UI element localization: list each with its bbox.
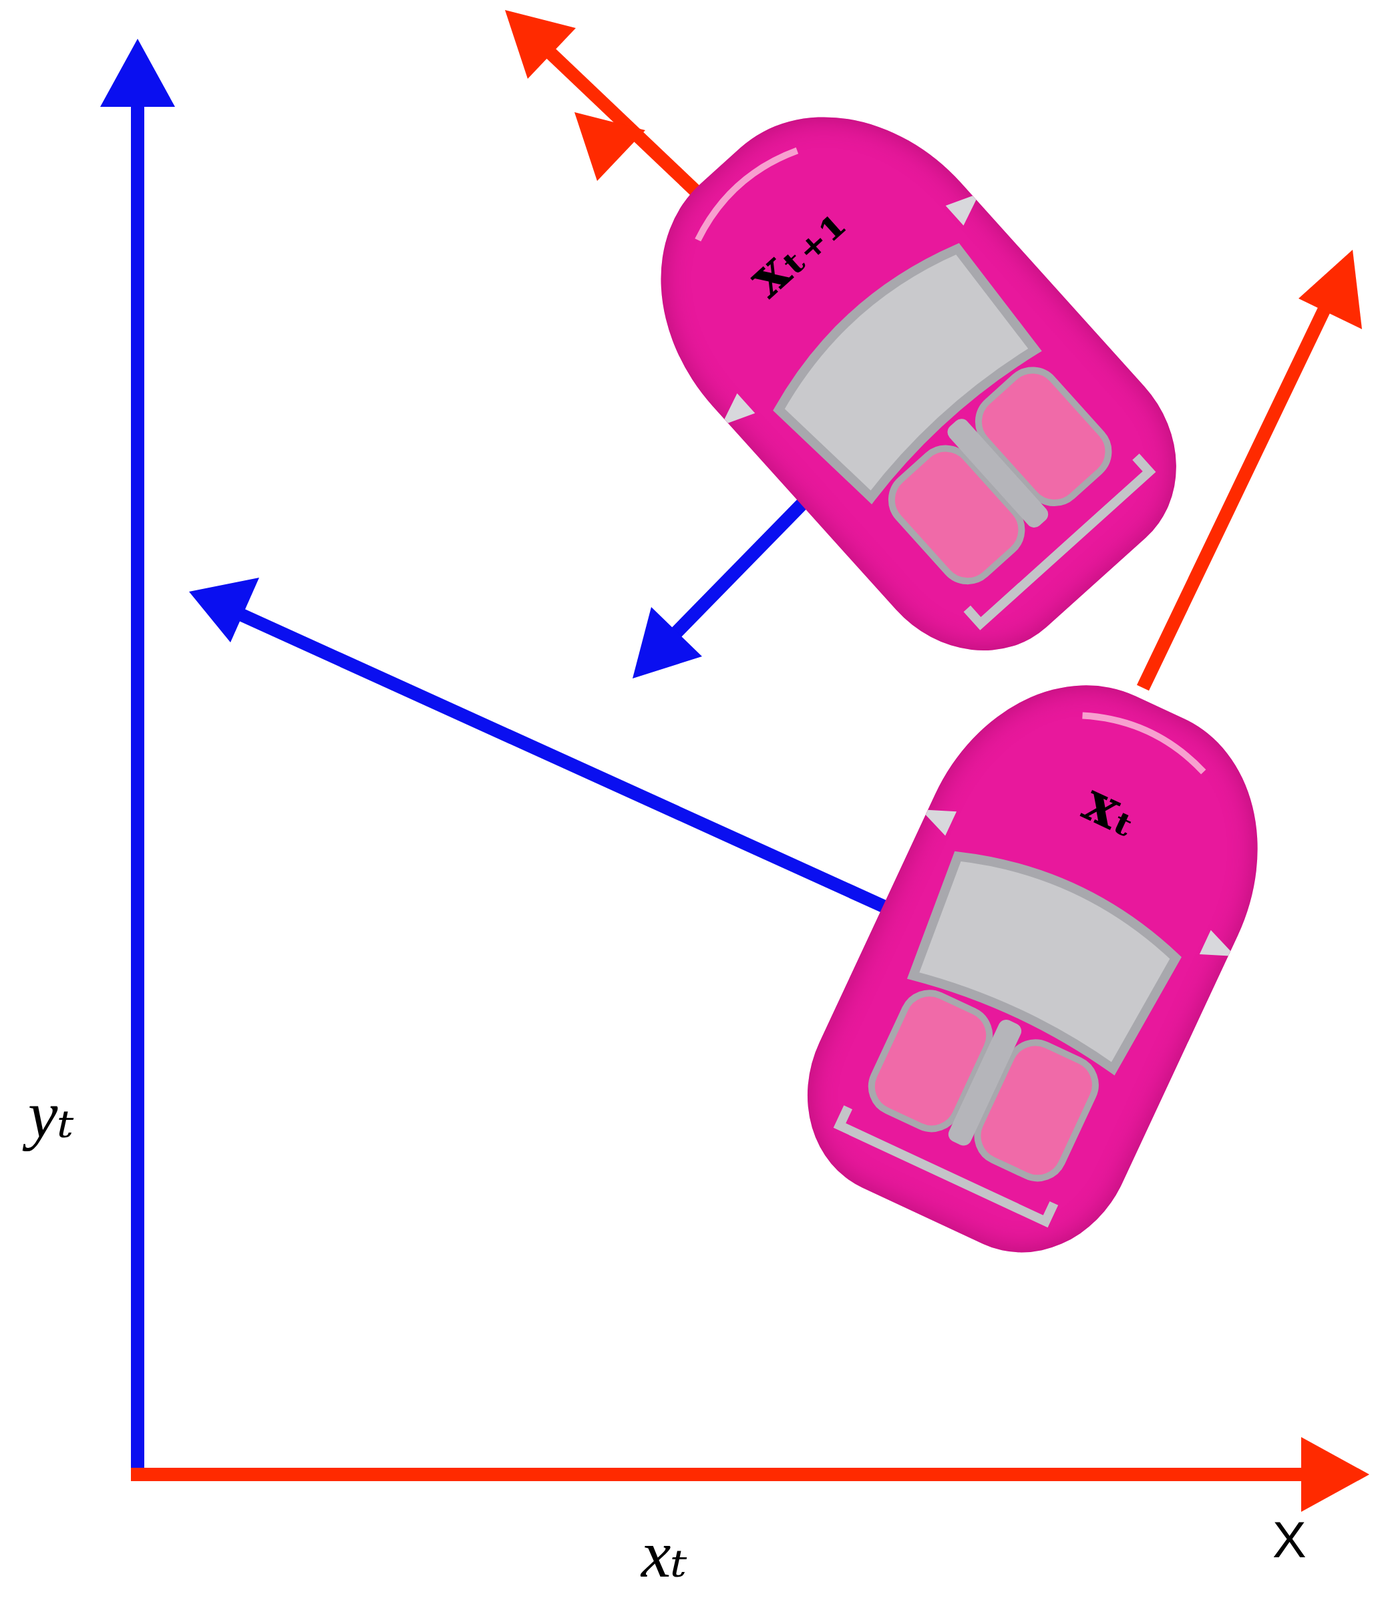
arrowhead bbox=[1301, 1437, 1370, 1513]
axis-label: yₜ bbox=[28, 1075, 75, 1154]
arrowhead bbox=[100, 38, 176, 107]
mirror bbox=[915, 797, 957, 836]
car-heading-axis bbox=[541, 44, 705, 200]
hood-line bbox=[1082, 703, 1210, 773]
car-body-detail bbox=[771, 637, 1312, 1288]
arrowhead bbox=[504, 10, 576, 79]
car: xₜ bbox=[771, 637, 1312, 1288]
console bbox=[945, 1017, 1024, 1149]
world-x-axis bbox=[130, 1468, 1310, 1482]
rollbar bbox=[839, 1107, 1055, 1222]
mirror bbox=[945, 183, 989, 226]
car-lateral-axis bbox=[240, 614, 896, 912]
arrowhead bbox=[574, 112, 646, 182]
arrowhead bbox=[632, 607, 703, 679]
axis-label: xₜ bbox=[641, 1514, 688, 1594]
console bbox=[944, 415, 1053, 532]
mirror bbox=[712, 393, 755, 436]
mirror bbox=[1199, 930, 1242, 969]
world-y-axis bbox=[130, 93, 145, 1477]
car-lateral-axis bbox=[667, 490, 815, 642]
car: xₜ₊₁ bbox=[596, 54, 1221, 695]
car-body-detail bbox=[596, 54, 1221, 695]
arrowhead bbox=[189, 577, 260, 643]
axis-label: X bbox=[1272, 1510, 1307, 1570]
rollbar bbox=[967, 456, 1150, 624]
arrowhead bbox=[1298, 249, 1362, 330]
seat bbox=[967, 359, 1119, 515]
